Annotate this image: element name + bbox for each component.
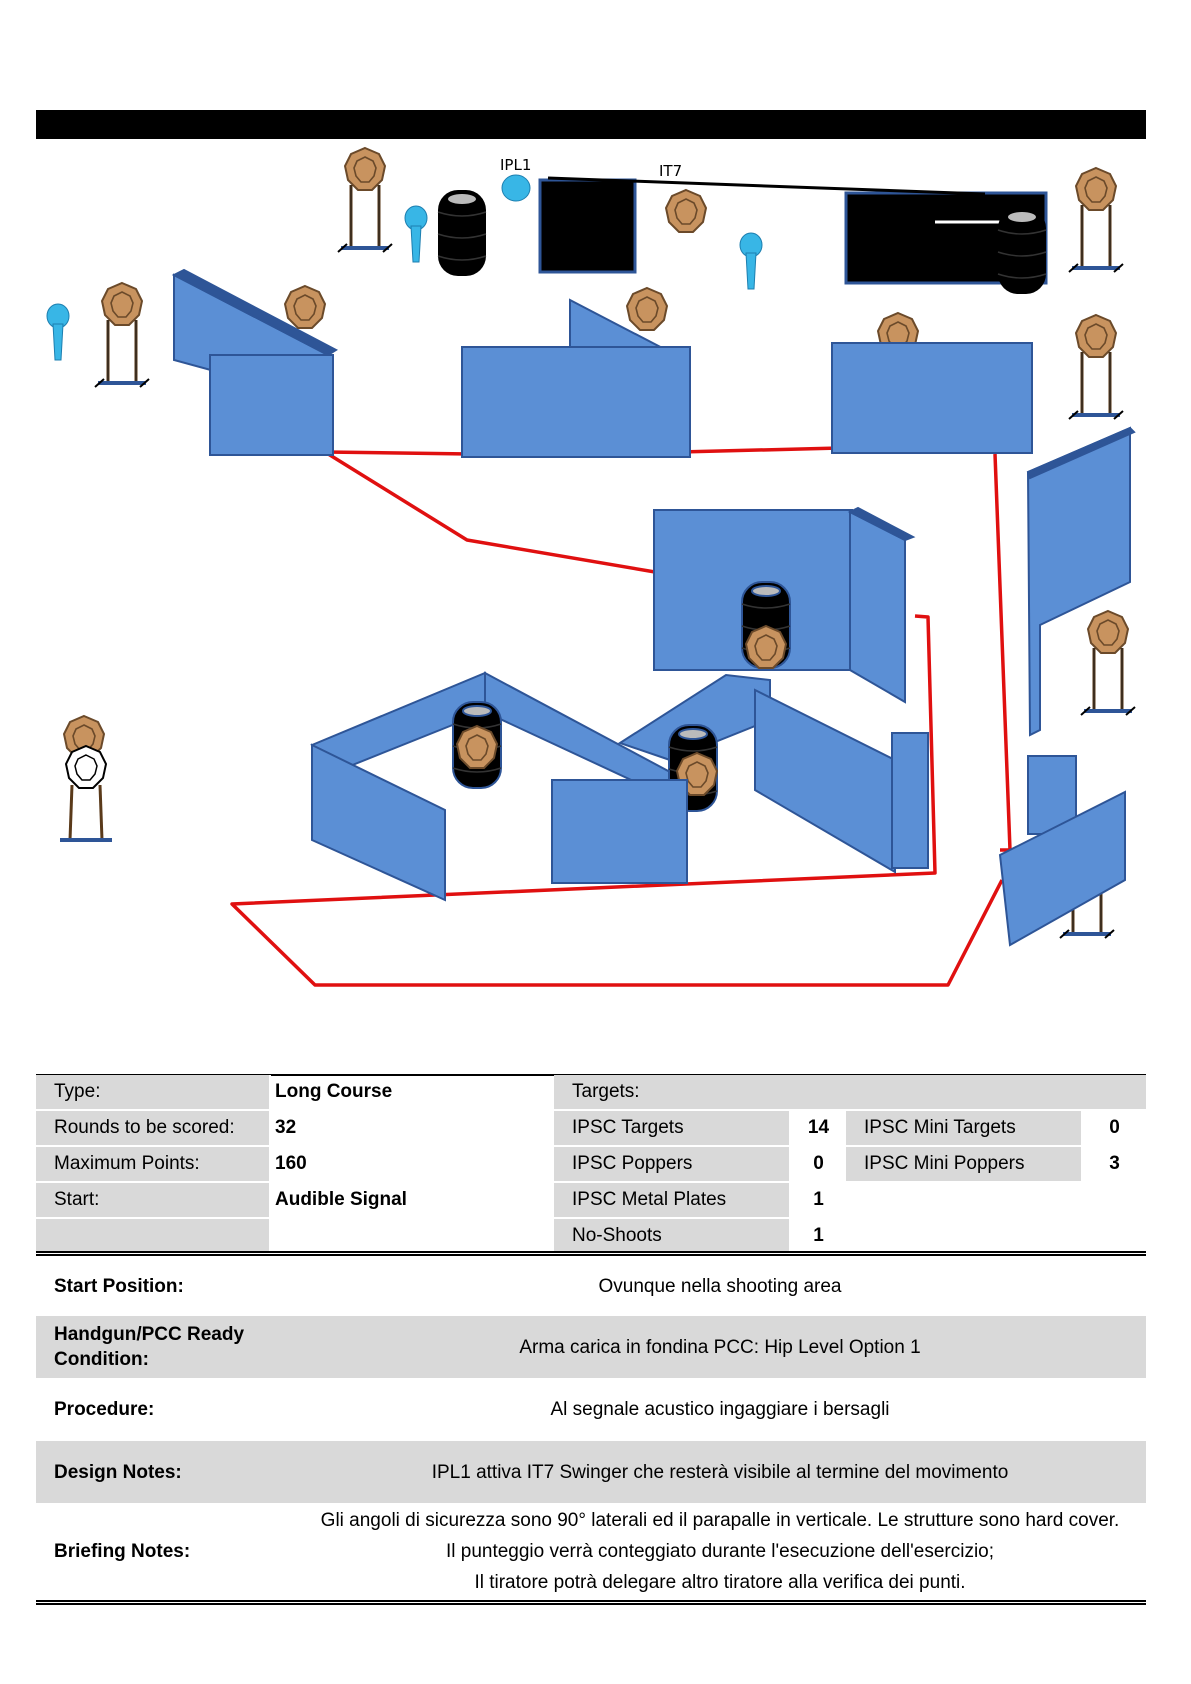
- start-value: Audible Signal: [270, 1181, 554, 1218]
- wall-lower-zigzag: [310, 671, 929, 902]
- stage-info-table: Type: Long Course Targets: Rounds to be …: [36, 1075, 1146, 1253]
- ready-condition-row: Handgun/PCC Ready Condition: Arma carica…: [36, 1316, 1146, 1378]
- start-position-value: Ovunque nella shooting area: [598, 1275, 842, 1297]
- barrel-stack-icon: [437, 189, 487, 277]
- black-wall-right: [547, 176, 1048, 285]
- ipsc-poppers-count: 0: [790, 1145, 846, 1182]
- popper-icon: [404, 205, 428, 263]
- barrel-stack-icon: [997, 207, 1047, 295]
- briefing-notes-row: Briefing Notes: Gli angoli di sicurezza …: [36, 1505, 1146, 1598]
- wall-upper-right: [831, 312, 1033, 454]
- header-bar: [36, 110, 1146, 139]
- black-wall-left: [538, 178, 637, 274]
- ipsc-target-icon: [1081, 611, 1135, 715]
- max-points-label: Maximum Points:: [36, 1145, 271, 1182]
- ipsc-target-icon: [338, 148, 392, 252]
- targets-heading: Targets:: [554, 1075, 1146, 1110]
- ipsc-targets-count: 14: [790, 1109, 846, 1146]
- procedure-value: Al segnale acustico ingaggiare i bersagl…: [550, 1398, 890, 1420]
- label-it7: IT7: [659, 162, 682, 180]
- start-position-label: Start Position:: [54, 1275, 184, 1297]
- ipsc-target-icon: [1069, 315, 1123, 419]
- stage-diagram: IPL1 IT7: [46, 0, 1191, 987]
- design-notes-value: IPL1 attiva IT7 Swinger che resterà visi…: [431, 1461, 1009, 1483]
- ipsc-targets-label: IPSC Targets: [554, 1109, 791, 1146]
- page-bottom-rule: [36, 1600, 1146, 1605]
- mini-targets-label: IPSC Mini Targets: [846, 1109, 1083, 1146]
- metal-plates-count: 1: [790, 1181, 846, 1218]
- metal-plates-label: IPSC Metal Plates: [554, 1181, 791, 1218]
- table-row: Start: Audible Signal IPSC Metal Plates …: [36, 1181, 1146, 1218]
- no-shoots-count: 1: [790, 1217, 846, 1253]
- wall-right-side: [998, 426, 1136, 947]
- ipsc-poppers-label: IPSC Poppers: [554, 1145, 791, 1182]
- table-row: No-Shoots 1: [36, 1217, 1146, 1253]
- briefing-notes-label: Briefing Notes:: [54, 1541, 191, 1562]
- ipsc-target-icon: [95, 283, 149, 387]
- type-label: Type:: [36, 1075, 271, 1110]
- type-value: Long Course: [275, 1081, 393, 1102]
- popper-icon: [46, 303, 70, 361]
- rounds-label: Rounds to be scored:: [36, 1109, 271, 1146]
- swinger-target-icon: [665, 189, 707, 233]
- no-shoot-target: [60, 715, 112, 842]
- label-ipl1: IPL1: [500, 156, 531, 174]
- no-shoots-label: No-Shoots: [554, 1217, 791, 1253]
- design-notes-label: Design Notes:: [54, 1461, 182, 1483]
- table-bottom-rule: [36, 1251, 1146, 1256]
- table-row: Rounds to be scored: 32 IPSC Targets 14 …: [36, 1109, 1146, 1146]
- mini-poppers-label: IPSC Mini Poppers: [846, 1145, 1083, 1182]
- wall-upper-middle: [461, 287, 691, 458]
- ready-condition-value: Arma carica in fondina PCC: Hip Level Op…: [519, 1336, 921, 1358]
- wall-central: [653, 506, 916, 704]
- procedure-label: Procedure:: [54, 1398, 155, 1420]
- table-row: Maximum Points: 160 IPSC Poppers 0 IPSC …: [36, 1145, 1146, 1182]
- mini-poppers-count: 3: [1082, 1145, 1146, 1182]
- start-label: Start:: [36, 1181, 271, 1218]
- design-notes-row: Design Notes: IPL1 attiva IT7 Swinger ch…: [36, 1441, 1146, 1503]
- start-position-row: Start Position: Ovunque nella shooting a…: [36, 1258, 1146, 1314]
- rounds-value: 32: [270, 1109, 554, 1146]
- max-points-value: 160: [270, 1145, 554, 1182]
- popper-icon: [739, 232, 763, 290]
- ready-condition-label: Handgun/PCC Ready Condition:: [54, 1324, 245, 1370]
- metal-plate-icon: [501, 174, 531, 202]
- procedure-row: Procedure: Al segnale acustico ingaggiar…: [36, 1380, 1146, 1438]
- briefing-notes-value: Gli angoli di sicurezza sono 90° lateral…: [320, 1510, 1120, 1593]
- ipsc-target-icon: [1069, 168, 1123, 272]
- wall-upper-left: [171, 268, 339, 456]
- table-row: Type: Long Course Targets:: [36, 1075, 1146, 1110]
- mini-targets-count: 0: [1082, 1109, 1146, 1146]
